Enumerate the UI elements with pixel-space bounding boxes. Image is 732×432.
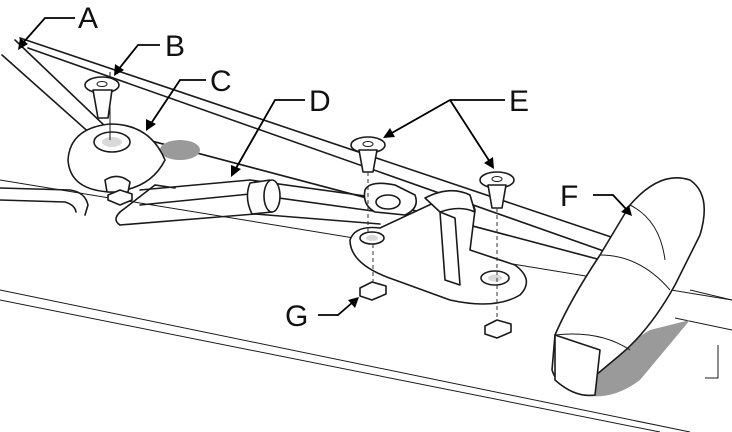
leader-f <box>593 194 632 216</box>
leader-e <box>383 99 505 169</box>
bolt-e-right <box>479 171 515 325</box>
label-e: E <box>509 85 529 118</box>
connector-hub-c <box>67 72 200 193</box>
handle-f <box>551 176 706 397</box>
nut-g-right <box>484 319 512 339</box>
nut-hub <box>107 189 133 206</box>
leader-c <box>146 79 206 131</box>
leader-g <box>318 297 359 316</box>
bolt-e-left <box>350 136 386 232</box>
leader-b <box>114 44 160 76</box>
leader-a <box>18 17 75 50</box>
label-f: F <box>560 180 578 213</box>
label-d: D <box>309 85 331 118</box>
label-a: A <box>78 2 98 35</box>
bent-rod <box>0 187 89 216</box>
label-b: B <box>165 30 185 63</box>
rod-d <box>115 179 381 226</box>
label-g: G <box>285 300 308 333</box>
bolt-b <box>84 76 120 119</box>
nut-g-left <box>359 244 387 301</box>
leader-d <box>231 99 305 177</box>
mount-bracket <box>349 182 528 305</box>
label-c: C <box>210 65 232 98</box>
